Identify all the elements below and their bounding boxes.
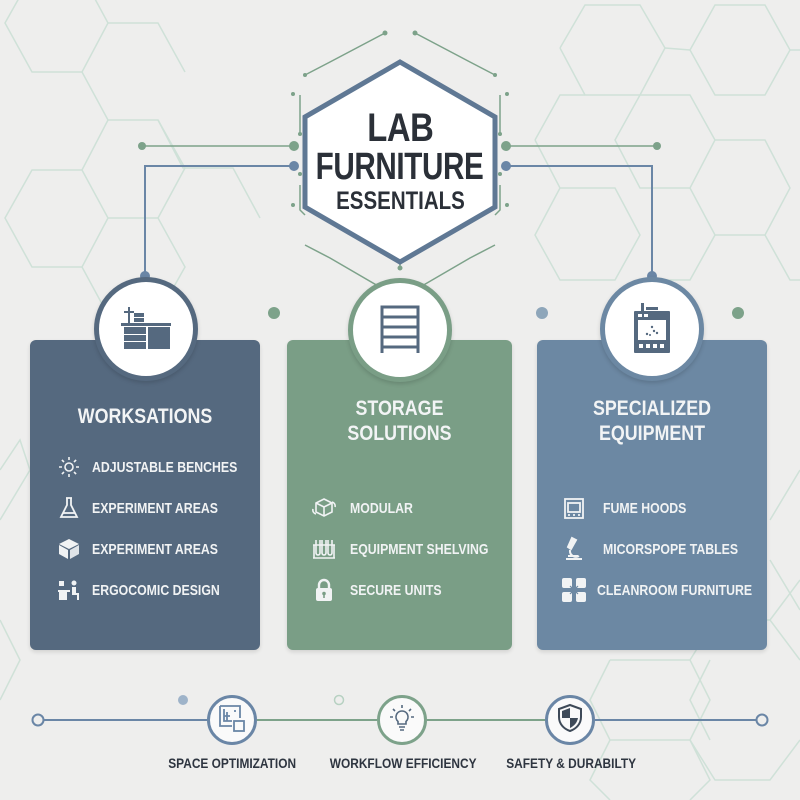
item-label: MODULAR (350, 499, 413, 517)
card-title-line-2: SOLUTIONS (347, 422, 452, 445)
floor-plan-icon (217, 703, 247, 738)
modular-cube-icon (311, 495, 337, 521)
gear-icon (56, 454, 82, 480)
benefit-workflow-efficiency (377, 695, 427, 745)
item-label: ADJUSTABLE BENCHES (92, 458, 238, 476)
title-line-1: LAB (366, 106, 434, 150)
benefit-label: SAFETY & DURABILTY (506, 755, 637, 771)
flask-icon (56, 495, 82, 521)
list-item: MICORSPOPE TABLES (561, 536, 768, 562)
list-item: EXPERIMENT AREAS (56, 495, 246, 521)
card-title-line-2: EQUIPMENT (598, 422, 706, 445)
fume-hood-icon (561, 495, 587, 521)
item-label: EXPERIMENT AREAS (92, 499, 218, 517)
list-item: CLEANROOM FURNITURE (561, 577, 786, 603)
box-icon (56, 536, 82, 562)
title-block: LAB FURNITURE ESSENTIALS (300, 62, 500, 262)
microscope-icon (561, 536, 587, 562)
title-hexagon (302, 59, 498, 265)
lab-bench-icon (94, 277, 198, 381)
benefit-label: WORKFLOW EFFICIENCY (329, 755, 477, 771)
list-item: ERGOCOMIC DESIGN (56, 577, 248, 603)
list-item: SECURE UNITS (311, 577, 462, 603)
item-label: FUME HOODS (603, 499, 687, 517)
item-label: EQUIPMENT SHELVING (350, 540, 489, 558)
title-line-2: FURNITURE (316, 146, 484, 188)
list-item: EXPERIMENT AREAS (56, 536, 246, 562)
card-title: WORKSATIONS (77, 405, 213, 428)
benefit-label: SPACE OPTIMIZATION (168, 755, 297, 771)
lightbulb-icon (387, 703, 417, 738)
card-specialized-equipment: SPECIALIZED EQUIPMENT FUME HOODS MICORSP… (537, 340, 767, 650)
item-label: MICORSPOPE TABLES (603, 540, 739, 558)
benefit-space-optimization (207, 695, 257, 745)
fume-hood-icon (600, 277, 704, 381)
ergonomic-desk-icon (56, 577, 82, 603)
shelving-icon (348, 278, 452, 382)
item-label: ERGOCOMIC DESIGN (92, 581, 220, 599)
card-worksations: WORKSATIONS ADJUSTABLE BENCHES EXPERIMEN… (30, 340, 260, 650)
shield-icon (556, 703, 584, 738)
list-item: EQUIPMENT SHELVING (311, 536, 519, 562)
card-title-line-1: SPECIALIZED (592, 397, 712, 420)
test-tube-rack-icon (311, 536, 337, 562)
list-item: ADJUSTABLE BENCHES (56, 454, 269, 480)
cleanroom-grid-icon (561, 577, 587, 603)
item-label: SECURE UNITS (350, 581, 442, 599)
item-label: CLEANROOM FURNITURE (597, 581, 753, 599)
list-item: FUME HOODS (561, 495, 705, 521)
list-item: MODULAR (311, 495, 427, 521)
title-line-3: ESSENTIALS (335, 187, 465, 215)
item-label: EXPERIMENT AREAS (92, 540, 218, 558)
benefit-safety-durability (545, 695, 595, 745)
card-title-line-1: STORAGE (355, 397, 444, 420)
lock-icon (311, 577, 337, 603)
card-storage-solutions: STORAGE SOLUTIONS MODULAR EQUIPMENT SHEL… (287, 340, 512, 650)
